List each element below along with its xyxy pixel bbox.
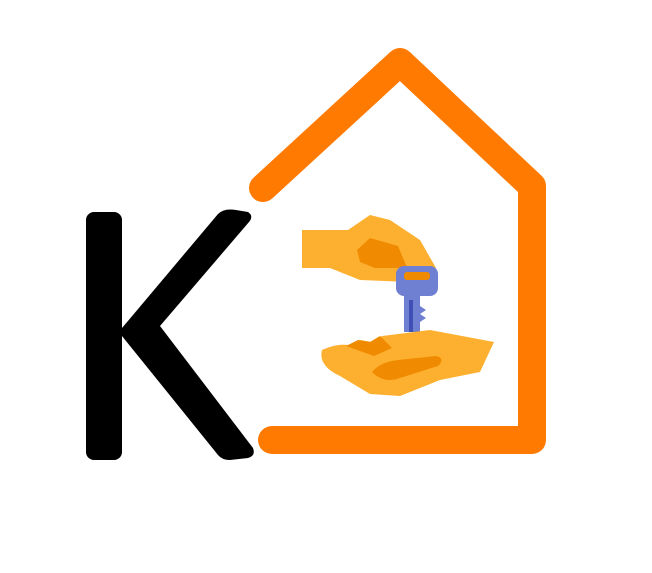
- key-icon: [396, 266, 438, 332]
- letter-k-icon: [86, 209, 254, 460]
- giving-hand-icon: [302, 215, 436, 282]
- receiving-hand-icon: [321, 330, 494, 396]
- house-outline-icon: [249, 48, 546, 454]
